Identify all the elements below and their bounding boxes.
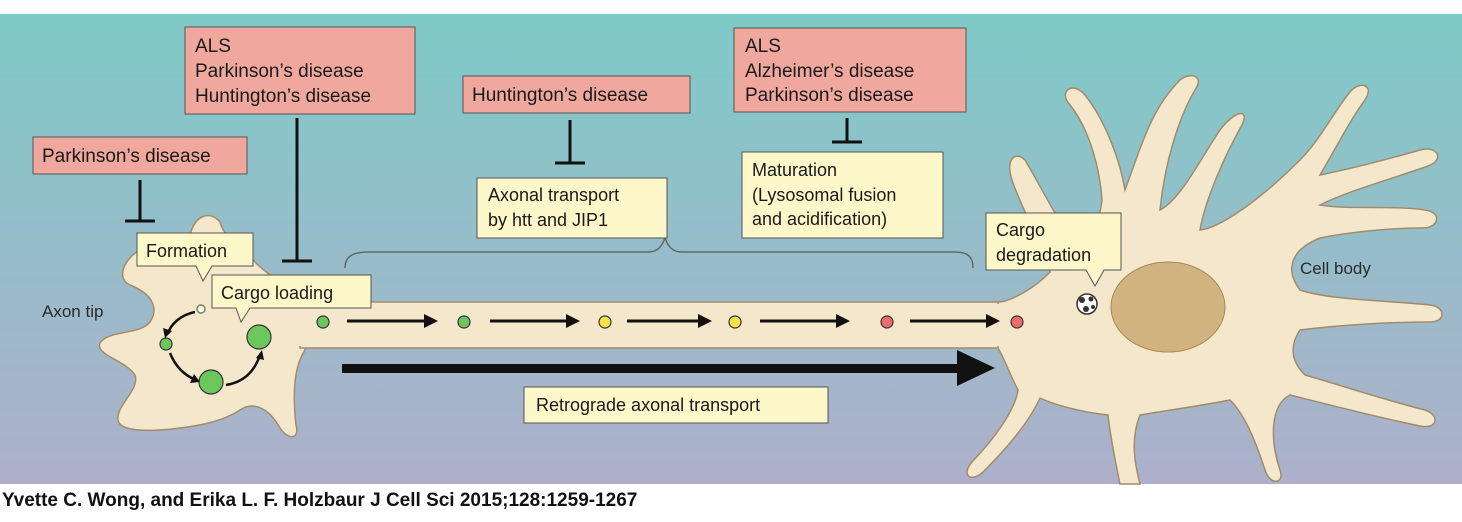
disease-text: ALS xyxy=(195,36,231,57)
label-cargo-loading: Cargo loading xyxy=(211,274,372,324)
label-maturation: Maturation (Lysosomal fusion and acidifi… xyxy=(741,151,944,239)
vesicle-cycle xyxy=(159,304,272,395)
nucleus xyxy=(1110,261,1226,353)
degraded-cargo-icon xyxy=(1076,293,1098,315)
disease-text: Huntington’s disease xyxy=(195,86,371,107)
vesicle-green xyxy=(457,315,471,329)
vesicle xyxy=(198,369,224,395)
vesicle-red xyxy=(1010,315,1024,329)
vesicle xyxy=(246,324,272,350)
label-cargo-degradation: Cargo degradation xyxy=(985,212,1122,288)
label-formation: Formation xyxy=(136,232,254,283)
label-retrograde: Retrograde axonal transport xyxy=(523,386,829,424)
label-text: by htt and JIP1 xyxy=(488,210,608,230)
disease-text: Parkinson’s disease xyxy=(745,85,914,106)
citation: Yvette C. Wong, and Erika L. F. Holzbaur… xyxy=(2,490,638,511)
label-text: degradation xyxy=(996,245,1091,265)
disease-box-maturation: ALS Alzheimer’s disease Parkinson’s dise… xyxy=(733,27,967,113)
arrowhead xyxy=(190,374,200,383)
disease-text: Parkinson’s disease xyxy=(42,146,211,167)
arrowhead xyxy=(566,314,580,328)
arrowhead xyxy=(163,328,172,338)
disease-text: ALS xyxy=(745,36,781,57)
disease-box-cargo-loading: ALS Parkinson’s disease Huntington’s dis… xyxy=(184,26,416,115)
neuron xyxy=(98,74,1443,485)
label-text: and acidification) xyxy=(752,209,887,229)
vesicle-yellow xyxy=(598,315,612,329)
arrowhead xyxy=(698,314,712,328)
cycle-arrow xyxy=(225,354,262,387)
arrowhead xyxy=(256,350,264,360)
arrowhead xyxy=(986,314,1000,328)
label-axonal-transport: Axonal transport by htt and JIP1 xyxy=(476,177,668,239)
axon-joint-cover xyxy=(296,304,1008,346)
arrowhead xyxy=(424,314,438,328)
label-text: Cargo xyxy=(996,220,1045,240)
label-text: Axonal transport xyxy=(488,185,619,205)
disease-box-formation: Parkinson’s disease xyxy=(32,136,248,175)
disease-text: Alzheimer’s disease xyxy=(745,61,914,82)
label-text: Cargo loading xyxy=(221,283,333,303)
axonal-transport-track xyxy=(316,314,1024,329)
axon-tip-label: Axon tip xyxy=(42,302,103,321)
vesicle-green xyxy=(316,315,330,329)
disease-text: Huntington’s disease xyxy=(472,85,648,106)
disease-box-transport: Huntington’s disease xyxy=(462,75,691,114)
vesicle xyxy=(159,337,173,351)
vesicle-yellow xyxy=(728,315,742,329)
arrowhead xyxy=(836,314,850,328)
retrograde-arrow xyxy=(342,350,995,386)
label-text: Retrograde axonal transport xyxy=(536,395,760,415)
disease-text: Parkinson’s disease xyxy=(195,61,364,82)
label-text: Formation xyxy=(146,241,227,261)
cell-body-label: Cell body xyxy=(1300,259,1371,278)
vesicle-small xyxy=(196,304,206,314)
vesicle-red xyxy=(880,315,894,329)
label-text: (Lysosomal fusion xyxy=(752,185,896,205)
label-text: Maturation xyxy=(752,160,837,180)
inhibition-symbols xyxy=(125,118,862,263)
